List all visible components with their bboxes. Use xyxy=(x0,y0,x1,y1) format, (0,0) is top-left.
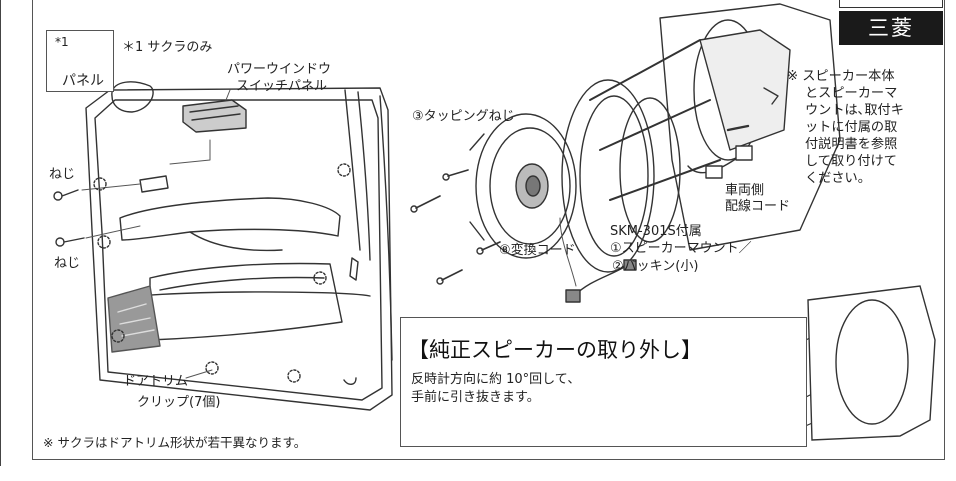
power-window-panel xyxy=(182,99,247,133)
install-note: ※ スピーカー本体 とスピーカーマ ウントは､取付キ ットに付属の取 付説明書を… xyxy=(787,68,939,187)
inset-mark: *1 xyxy=(55,35,69,49)
speaker-grille xyxy=(107,285,161,353)
conversion-cord-label: ⑧変換コード xyxy=(499,243,576,258)
screw-label-top: ねじ xyxy=(49,167,76,182)
speaker-mount-ring xyxy=(561,79,655,273)
inner-handle xyxy=(139,175,169,193)
inset-part-label: パネル xyxy=(62,73,104,89)
door-pocket xyxy=(149,262,343,341)
removal-instructions: 反時計方向に約 10°回して､ 手前に引き抜きます。 xyxy=(411,371,574,407)
brand-badge: 三菱 xyxy=(839,11,943,45)
install-note-line: ウントは､取付キ xyxy=(805,103,904,118)
door-trim-label-1: ドアトリム xyxy=(123,374,189,389)
diagram-frame xyxy=(32,0,945,460)
inset-panel-box xyxy=(46,30,114,92)
install-note-line: して取り付けて xyxy=(805,154,897,169)
install-note-line: ※ スピーカー本体 xyxy=(787,69,895,84)
speaker-unit xyxy=(475,113,577,259)
screw-label-bottom: ねじ xyxy=(54,256,81,271)
kit-label-2: ①スピーカーマウント／ xyxy=(610,241,752,256)
door-outline xyxy=(85,87,393,411)
removal-box xyxy=(400,317,807,447)
window-pillar xyxy=(344,89,361,251)
armrest xyxy=(119,197,341,241)
vehicle-door-panel xyxy=(659,3,841,251)
install-note-line: 付説明書を参照 xyxy=(805,137,898,152)
door-inner-edge xyxy=(94,99,383,401)
mirror xyxy=(111,81,154,113)
kit-label-1: SKM-301S付属 xyxy=(610,224,702,239)
removal-line-1: 反時計方向に約 10°回して､ xyxy=(411,372,575,387)
install-note-line: とスピーカーマ xyxy=(805,86,898,101)
brand-tab-edge xyxy=(839,0,943,8)
door-trim-label-2: クリップ(7個) xyxy=(137,395,221,410)
page-left-border xyxy=(0,0,1,466)
vehicle-cord-label-2: 配線コード xyxy=(725,199,791,214)
sakura-note: ※ サクラはドアトリム形状が若干異なります。 xyxy=(43,435,307,450)
kit-label-3: ②パッキン(小) xyxy=(612,259,699,274)
inset-footnote: ＊1 サクラのみ xyxy=(122,40,213,55)
removal-line-2: 手前に引き抜きます。 xyxy=(411,390,540,405)
install-note-line: ットに付属の取 xyxy=(805,120,898,135)
tapping-screw-label: ③タッピングねじ xyxy=(412,109,515,124)
power-window-label-1: パワーウインドウ xyxy=(227,62,332,77)
power-window-label-2: スイッチパネル xyxy=(236,79,328,94)
packing-ring xyxy=(619,97,681,243)
install-note-line: ください。 xyxy=(805,171,871,186)
door-opening-right xyxy=(807,285,936,441)
removal-title: 【純正スピーカーの取り外し】 xyxy=(408,338,702,362)
vehicle-cord-label-1: 車両側 xyxy=(725,183,765,198)
